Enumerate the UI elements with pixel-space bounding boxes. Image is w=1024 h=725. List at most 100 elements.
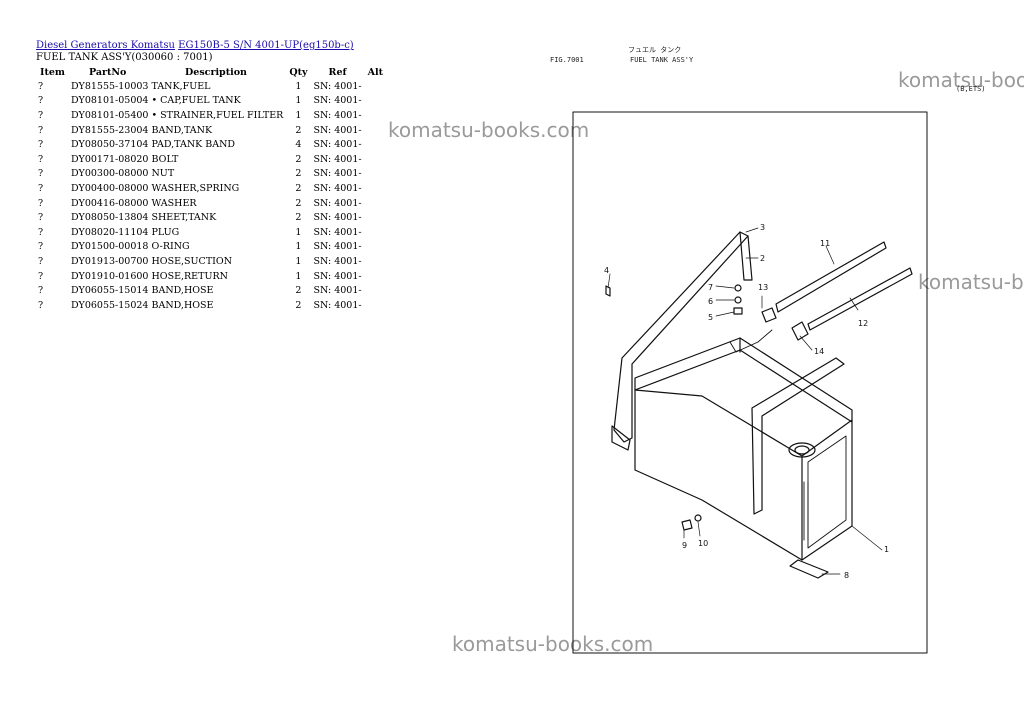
- tank-sheet: [789, 559, 829, 579]
- row-alt: [364, 196, 387, 211]
- upper-band: [613, 231, 749, 443]
- leader-lines: [607, 227, 883, 575]
- row-item: ?: [38, 153, 44, 165]
- row-item: ?: [38, 226, 44, 238]
- col-partno-desc: PartNo Description: [69, 66, 285, 79]
- row-item: ?: [38, 139, 44, 151]
- row-part: DY08020-11104 PLUG: [70, 226, 180, 238]
- row-item: ?: [38, 182, 44, 194]
- row-part: DY00400-08000 WASHER,SPRING: [70, 182, 240, 194]
- row-item: ?: [38, 241, 44, 253]
- callout-7: 7: [708, 283, 713, 292]
- row-qty: 2: [295, 285, 302, 297]
- callout-10: 10: [698, 539, 708, 548]
- col-ref: Ref: [328, 67, 347, 78]
- row-ref: SN: 4001-: [313, 212, 362, 224]
- hose-band-part-2: [791, 321, 809, 341]
- callout-2: 2: [760, 254, 765, 263]
- o-ring-part: [694, 514, 702, 522]
- callout-14: 14: [814, 347, 824, 356]
- row-item: ?: [38, 168, 44, 180]
- callout-5: 5: [708, 313, 713, 322]
- suction-hose: [775, 241, 887, 313]
- col-description: Description: [185, 67, 247, 78]
- row-qty: 1: [295, 226, 302, 238]
- tank-band: [751, 357, 845, 515]
- row-alt: [364, 283, 387, 298]
- tank-body-outline: [634, 337, 853, 561]
- row-part: DY00416-08000 WASHER: [70, 197, 197, 209]
- row-alt: [364, 269, 387, 284]
- row-item: ?: [38, 80, 44, 92]
- bracket-foot: [611, 425, 631, 451]
- row-item: ?: [38, 124, 44, 136]
- row-alt: [364, 94, 387, 109]
- callout-6: 6: [708, 297, 713, 306]
- row-alt: [364, 298, 387, 313]
- row-part: DY01500-00018 O-RING: [70, 241, 190, 253]
- row-item: ?: [38, 285, 44, 297]
- figure-title: FUEL TANK ASS'Y: [630, 56, 694, 64]
- fuel-line: [729, 329, 773, 353]
- watermark: komatsu-books.com: [918, 270, 1024, 294]
- row-part: DY06055-15014 BAND,HOSE: [70, 285, 214, 297]
- row-ref: SN: 4001-: [313, 168, 362, 180]
- filler-cap: [788, 442, 816, 458]
- fuel-tank-diagram: 1 2 3 4 5 6 7 8 9 10 11 12 13 14: [572, 111, 928, 654]
- return-hose: [807, 267, 913, 331]
- row-part: DY81555-23004 BAND,TANK: [70, 124, 213, 136]
- page-subtitle: FUEL TANK ASS'Y(030060 : 7001): [36, 52, 213, 63]
- row-qty: 2: [295, 212, 302, 224]
- bolt-part: [605, 285, 611, 297]
- row-ref: SN: 4001-: [313, 124, 362, 136]
- row-item: ?: [38, 299, 44, 311]
- row-ref: SN: 4001-: [313, 285, 362, 297]
- callout-13: 13: [758, 283, 768, 292]
- row-ref: SN: 4001-: [313, 80, 362, 92]
- col-item: Item: [40, 67, 65, 78]
- breadcrumb-link-model[interactable]: EG150B-5 S/N 4001-UP(eg150b-c): [178, 40, 354, 51]
- row-alt: [364, 152, 387, 167]
- row-alt: [364, 137, 387, 152]
- callout-1: 1: [884, 545, 889, 554]
- table-header-row: Item PartNo Description Qty Ref Alt: [36, 66, 387, 79]
- table-row: ? DY06055-15014 BAND,HOSE 2 SN: 4001-: [36, 283, 387, 298]
- row-alt: [364, 210, 387, 225]
- level-gauge: [803, 481, 809, 541]
- row-alt: [364, 181, 387, 196]
- filler-cap-inner: [794, 445, 810, 455]
- row-qty: 2: [295, 153, 302, 165]
- row-part: DY08101-05004 • CAP,FUEL TANK: [70, 95, 241, 107]
- row-alt: [364, 108, 387, 123]
- nut-part: [733, 307, 743, 315]
- washer-part: [734, 284, 742, 292]
- row-qty: 2: [295, 168, 302, 180]
- col-qty: Qty: [289, 67, 308, 78]
- spring-washer-part: [734, 296, 742, 304]
- breadcrumb: Diesel Generators Komatsu EG150B-5 S/N 4…: [36, 40, 354, 51]
- breadcrumb-link-diesel-generators[interactable]: Diesel Generators Komatsu: [36, 40, 175, 51]
- row-ref: SN: 4001-: [313, 270, 362, 282]
- row-part: DY08101-05400 • STRAINER,FUEL FILTER: [70, 109, 284, 121]
- col-alt: Alt: [367, 67, 383, 78]
- row-ref: SN: 4001-: [313, 299, 362, 311]
- callout-11: 11: [820, 239, 830, 248]
- row-alt: [364, 225, 387, 240]
- row-part: DY06055-15024 BAND,HOSE: [70, 299, 214, 311]
- col-partno: PartNo: [88, 67, 127, 78]
- figure-number: FIG.7001: [550, 56, 584, 64]
- row-qty: 2: [295, 182, 302, 194]
- row-ref: SN: 4001-: [313, 153, 362, 165]
- figure-japanese-title: フュエル タンク: [628, 46, 682, 54]
- callout-12: 12: [858, 319, 868, 328]
- upper-band-arm: [739, 231, 753, 281]
- row-item: ?: [38, 270, 44, 282]
